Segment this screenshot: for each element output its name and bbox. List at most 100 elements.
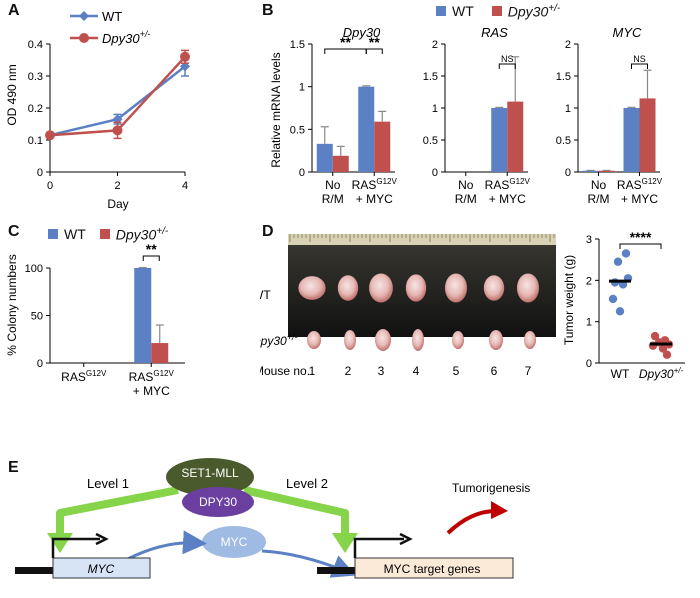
- b1-title: Dpy30: [343, 25, 381, 40]
- level2-label: Level 2: [286, 476, 328, 491]
- wt-tumor: [337, 275, 359, 301]
- b3-ytick-label: 1: [565, 103, 571, 115]
- b2-bar: [491, 108, 508, 172]
- b1-ytick-label: 1: [299, 82, 305, 94]
- d-point: [650, 331, 660, 341]
- b1-ytick-label: 0.5: [290, 124, 305, 136]
- b2-ns-bracket-label: NS: [501, 54, 514, 64]
- c-legend-wt-swatch: [48, 229, 58, 240]
- panel-letter-d: D: [262, 223, 274, 240]
- a-point: [45, 130, 55, 141]
- panel-letter-b: B: [262, 2, 274, 19]
- b3-cat1-line2: R/M: [588, 192, 610, 206]
- wt-tumor: [483, 275, 505, 301]
- b2-cat1-line2: R/M: [455, 192, 477, 206]
- a-legend-het: Dpy30+/-: [102, 29, 150, 46]
- b1-bar: [316, 143, 333, 172]
- level1-green-arrow: [56, 486, 179, 535]
- c-legend-het: Dpy30+/-: [115, 226, 169, 243]
- b2-cat2-line1: RASG12V: [485, 177, 531, 192]
- mouse-number: 1: [309, 364, 316, 378]
- b3-title: MYC: [613, 25, 643, 40]
- b-legend-wt: WT: [452, 3, 474, 20]
- wt-tumor: [516, 273, 540, 303]
- b3-bar: [623, 108, 640, 172]
- d-row-het: Dpy30+/-: [260, 332, 297, 348]
- a-ytick-label: 0.2: [28, 103, 43, 115]
- d-row-wt: WT: [260, 288, 271, 302]
- level2-green-arrowhead: [332, 533, 358, 553]
- mouse-number: 4: [413, 364, 420, 378]
- b1-ytick-label: 0: [299, 167, 305, 179]
- d-xlabel-wt: WT: [611, 367, 630, 381]
- b1-bar: [358, 86, 375, 172]
- b3-ytick-label: 1.5: [556, 71, 571, 83]
- d-point: [613, 257, 623, 266]
- a-xtick-label: 2: [114, 180, 120, 192]
- tumorigenesis-arrowhead: [491, 501, 508, 519]
- b2-bar: [507, 101, 524, 172]
- b2-cat2-line2: + MYC: [489, 192, 526, 206]
- panel-e-diagram: Level 1 Level 2 SET1-MLL DPY30 MYC MYC M…: [15, 458, 530, 579]
- target-tss-arrow: [353, 537, 404, 558]
- target-gene-upstream: [317, 567, 355, 574]
- b-legend-wt-swatch: [436, 6, 446, 17]
- a-point: [112, 125, 123, 136]
- b1-cat1-line1: No: [325, 178, 341, 192]
- b3-ytick-label: 0: [565, 167, 571, 179]
- c-bar: [151, 343, 169, 363]
- b-ylabel: Relative mRNA levels: [269, 52, 283, 167]
- target-tss-arrowhead: [399, 532, 413, 546]
- a-xlabel: Day: [107, 197, 128, 211]
- b3-ns-bracket: [631, 63, 648, 69]
- het-tumor: [489, 330, 503, 350]
- a-ytick-label: 0.3: [28, 71, 43, 83]
- b1-ytick-label: 1.5: [290, 39, 305, 51]
- myc-gene-upstream: [15, 567, 53, 574]
- dpy30-oval: [182, 487, 254, 517]
- d-point: [621, 249, 631, 258]
- c-sig-bracket-label: **: [146, 241, 157, 257]
- a-point: [180, 51, 190, 62]
- myc-gene-label: MYC: [88, 562, 115, 576]
- b3-ytick-label: 0.5: [556, 135, 571, 147]
- dpy30-label: DPY30: [199, 495, 237, 509]
- b1-cat2-line2: + MYC: [356, 192, 393, 206]
- target-gene-label: MYC target genes: [384, 562, 481, 576]
- b2-ns-bracket: [498, 63, 516, 69]
- mouse-number: 6: [491, 364, 498, 378]
- mouse-number: 3: [378, 364, 385, 378]
- b2-ytick-label: 0.5: [423, 135, 438, 147]
- d-ytick-label: 3: [586, 234, 592, 246]
- a-ytick-label: 0: [37, 167, 43, 179]
- c-ytick-label: 0: [37, 358, 43, 370]
- a-xtick-label: 0: [47, 180, 53, 192]
- b2-ytick-label: 1.5: [423, 71, 438, 83]
- c-legend-het-swatch: [99, 229, 110, 240]
- myc-gene-box: [52, 557, 151, 579]
- b-legend: WT Dpy30+/-: [436, 3, 560, 20]
- b1-bar: [374, 121, 391, 172]
- b1-cat1-line2: R/M: [322, 192, 344, 206]
- het-tumor: [307, 331, 321, 349]
- b3-cat1-line1: No: [591, 178, 607, 192]
- d-ytick-label: 0: [586, 358, 592, 370]
- c-ylabel: % Colony numbers: [5, 254, 19, 355]
- myc-tss-arrowhead: [95, 532, 109, 546]
- myc-protein-label: MYC: [221, 535, 248, 549]
- d-ylabel: Tumor weight (g): [562, 255, 576, 345]
- b2-cat1-line1: No: [458, 178, 474, 192]
- b3-bar: [582, 170, 599, 172]
- het-tumor: [524, 331, 536, 349]
- a-legend-wt: WT: [102, 9, 122, 24]
- c-bar: [134, 268, 152, 363]
- b2-ytick-label: 2: [432, 39, 438, 51]
- d-point: [658, 344, 668, 353]
- b3-cat2-line2: + MYC: [621, 192, 658, 206]
- a-ylabel: OD 490 nm: [5, 64, 19, 125]
- wt-tumor: [298, 276, 326, 300]
- set1-mll-oval: [166, 458, 254, 496]
